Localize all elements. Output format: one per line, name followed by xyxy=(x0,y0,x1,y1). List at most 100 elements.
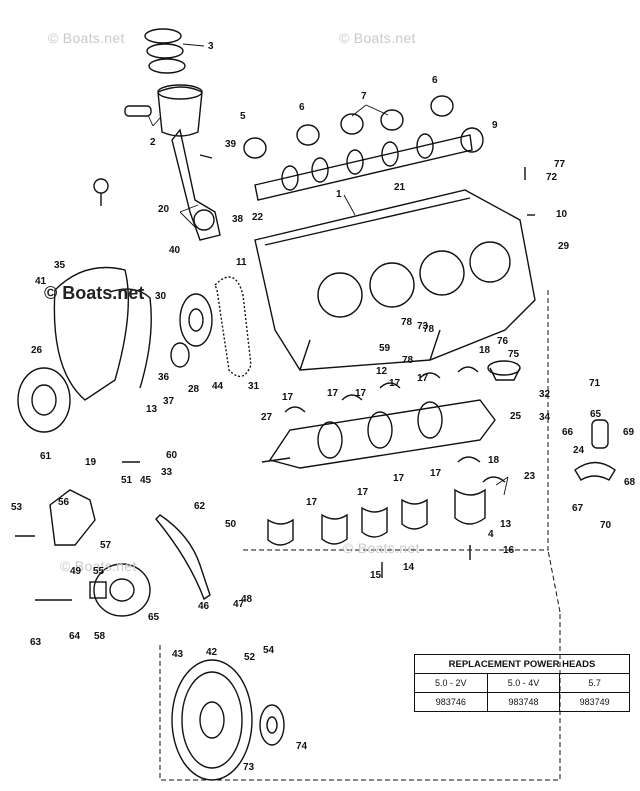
callout-17: 17 xyxy=(355,388,367,399)
callout-39: 39 xyxy=(225,139,237,150)
callout-17: 17 xyxy=(393,473,405,484)
callout-73: 73 xyxy=(417,321,429,332)
callout-41: 41 xyxy=(35,276,47,287)
bolt-56 xyxy=(93,178,109,206)
watermark: © Boats.net xyxy=(339,30,416,46)
main-bearing-caps xyxy=(267,488,486,546)
callout-78: 78 xyxy=(402,355,414,366)
callout-18: 18 xyxy=(488,455,500,466)
callout-13: 13 xyxy=(146,404,158,415)
callout-68: 68 xyxy=(624,477,636,488)
connecting-rod xyxy=(171,128,221,241)
callout-36: 36 xyxy=(158,372,170,383)
table-cell: 983746 xyxy=(414,692,488,712)
drive-coupler xyxy=(259,704,285,746)
callout-72: 72 xyxy=(546,172,558,183)
callout-33: 33 xyxy=(161,467,173,478)
engine-block xyxy=(254,189,536,371)
callout-65: 65 xyxy=(148,612,160,623)
callout-34: 34 xyxy=(539,412,551,423)
callout-23: 23 xyxy=(524,471,536,482)
timing-gasket xyxy=(109,288,152,389)
callout-1: 1 xyxy=(336,189,342,200)
callout-37: 37 xyxy=(163,396,175,407)
callout-77: 77 xyxy=(554,159,566,170)
callout-18: 18 xyxy=(479,345,491,356)
callout-53: 53 xyxy=(11,502,23,513)
callout-64: 64 xyxy=(69,631,81,642)
callout-60: 60 xyxy=(166,450,178,461)
callout-30: 30 xyxy=(155,291,167,302)
callout-66: 66 xyxy=(562,427,574,438)
callout-4: 4 xyxy=(488,529,494,540)
callout-31: 31 xyxy=(248,381,260,392)
callout-61: 61 xyxy=(40,451,52,462)
callout-35: 35 xyxy=(54,260,66,271)
callout-14: 14 xyxy=(403,562,415,573)
replacement-power-heads-table: REPLACEMENT POWER HEADS 5.0 - 2V 5.0 - 4… xyxy=(414,654,630,712)
callout-22: 22 xyxy=(252,212,264,223)
copyright-symbol: © xyxy=(44,283,58,303)
callout-16: 16 xyxy=(503,545,515,556)
alternator-bracket xyxy=(49,489,96,546)
callout-24: 24 xyxy=(573,445,585,456)
table-title: REPLACEMENT POWER HEADS xyxy=(414,654,630,674)
harmonic-damper xyxy=(17,367,71,433)
main-bearings-upper xyxy=(284,366,479,413)
watermark-bold: © Boats.net xyxy=(44,283,144,304)
callout-46: 46 xyxy=(198,601,210,612)
callout-75: 75 xyxy=(508,349,520,360)
callout-54: 54 xyxy=(263,645,275,656)
callout-62: 62 xyxy=(194,501,206,512)
callout-67: 67 xyxy=(572,503,584,514)
leader-lines xyxy=(147,43,509,496)
oil-pump xyxy=(487,360,521,381)
callout-17: 17 xyxy=(282,392,294,403)
alternator xyxy=(89,563,151,617)
callout-17: 17 xyxy=(430,468,442,479)
callout-55: 55 xyxy=(93,566,105,577)
crank-sprocket xyxy=(170,342,190,368)
callout-12: 12 xyxy=(376,366,388,377)
callout-26: 26 xyxy=(31,345,43,356)
piston xyxy=(124,84,203,137)
callout-25: 25 xyxy=(510,411,522,422)
callout-76: 76 xyxy=(497,336,509,347)
callout-3: 3 xyxy=(208,41,214,52)
callout-27: 27 xyxy=(261,412,273,423)
callout-63: 63 xyxy=(30,637,42,648)
callout-29: 29 xyxy=(558,241,570,252)
callout-78: 78 xyxy=(423,324,435,335)
table-value-row: 983746 983748 983749 xyxy=(414,692,630,712)
callout-69: 69 xyxy=(623,427,635,438)
callout-45: 45 xyxy=(140,475,152,486)
callout-52: 52 xyxy=(244,652,256,663)
callout-50: 50 xyxy=(225,519,237,530)
table-header: 5.0 - 2V xyxy=(414,673,488,693)
callout-51: 51 xyxy=(121,475,133,486)
callout-19: 19 xyxy=(85,457,97,468)
callout-58: 58 xyxy=(94,631,106,642)
table-header: 5.0 - 4V xyxy=(486,673,561,693)
watermark: © Boats.net xyxy=(343,540,420,556)
watermark: © Boats.net xyxy=(48,30,125,46)
callout-70: 70 xyxy=(600,520,612,531)
callout-11: 11 xyxy=(236,257,247,268)
callout-10: 10 xyxy=(556,209,568,220)
table-header-row: 5.0 - 2V 5.0 - 4V 5.7 xyxy=(414,673,630,693)
table-cell: 983749 xyxy=(559,692,630,712)
callout-42: 42 xyxy=(206,647,218,658)
piston-rings xyxy=(144,28,186,74)
callout-32: 32 xyxy=(539,389,551,400)
callout-78: 78 xyxy=(401,317,413,328)
callout-21: 21 xyxy=(394,182,406,193)
watermark-bold-text: Boats.net xyxy=(62,283,145,303)
callout-28: 28 xyxy=(188,384,200,395)
watermark: © Boats.net xyxy=(60,558,137,574)
fuel-pump xyxy=(574,419,616,481)
callout-56: 56 xyxy=(58,497,70,508)
callout-43: 43 xyxy=(172,649,184,660)
timing-sprocket xyxy=(179,293,213,347)
callout-20: 20 xyxy=(158,204,170,215)
callout-9: 9 xyxy=(492,120,498,131)
